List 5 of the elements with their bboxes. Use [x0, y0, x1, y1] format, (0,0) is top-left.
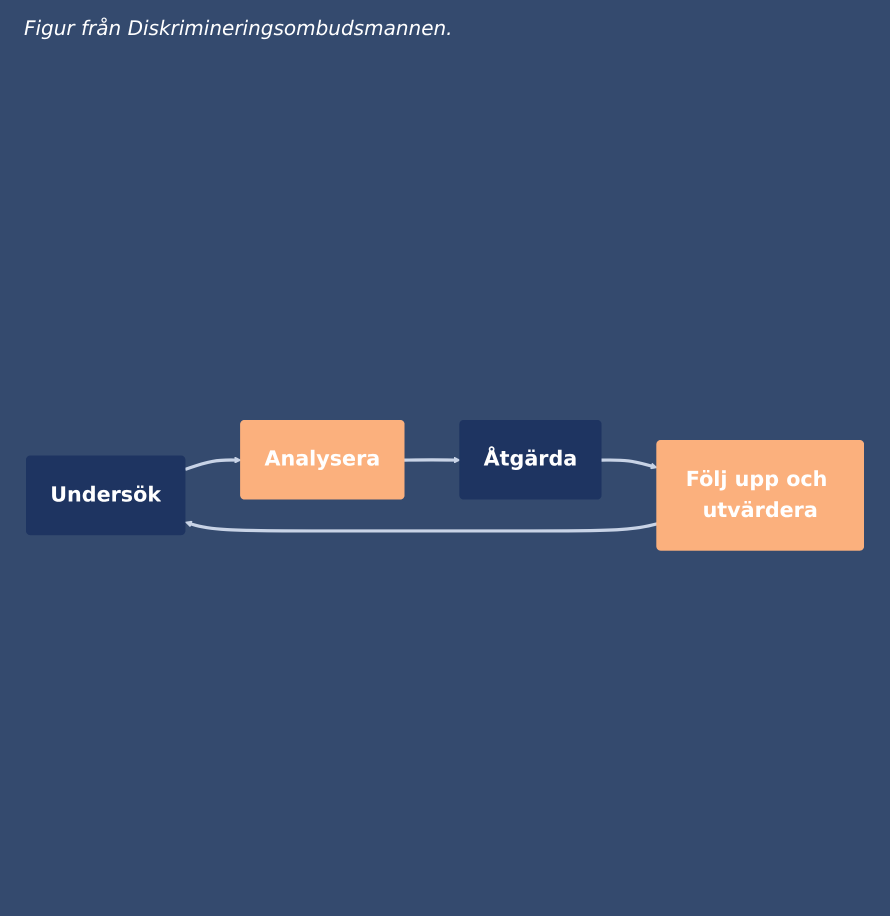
arrow	[404, 456, 460, 464]
arrow	[601, 458, 658, 470]
arrow	[184, 456, 242, 471]
caption: Figur från Diskrimineringsombudsmannen.	[24, 16, 453, 40]
arrow	[185, 520, 658, 532]
